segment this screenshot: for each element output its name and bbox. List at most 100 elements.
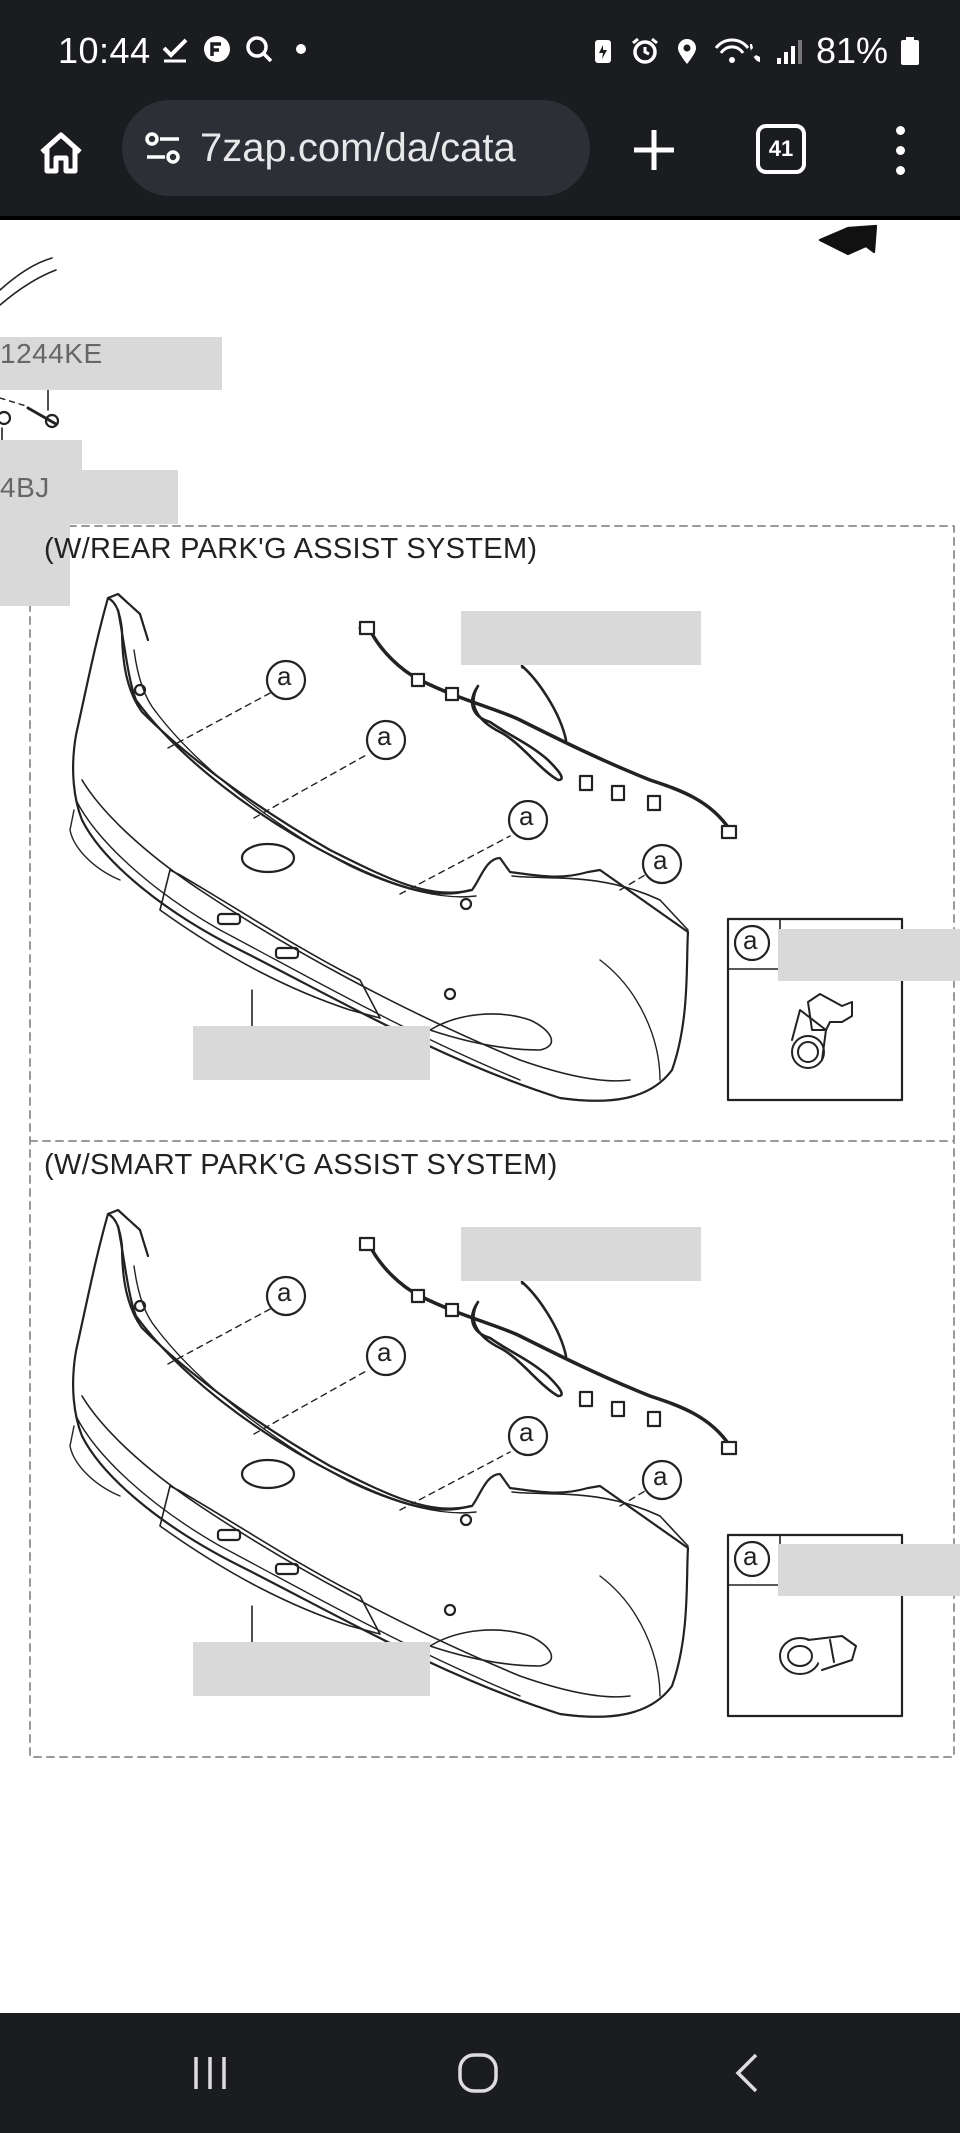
status-time: 10:44 [58,30,151,71]
redacted-part-number [193,1026,430,1080]
body-edge-line [0,269,57,306]
home-button[interactable] [30,122,92,184]
site-info-button[interactable] [140,125,186,171]
sensor-hole [274,946,300,960]
toolbar-divider [0,216,960,220]
callout-letter: a [277,661,292,691]
dot-icon [296,44,306,54]
reflector-recess [429,1629,553,1667]
mount-hole [459,1513,473,1527]
mount-hole [133,683,147,697]
home-circle-icon [458,2053,498,2093]
harness-connector [720,1440,738,1456]
dash-line [399,1451,511,1511]
dash-line [253,753,369,819]
redacted-part-number [0,337,222,390]
dash-line [253,1369,369,1435]
app-icon [204,36,230,62]
bumper-corner [106,592,150,642]
harness-clip [444,686,460,702]
harness-clip [410,1288,426,1304]
recent-apps-button[interactable] [170,2043,250,2103]
reflector-recess [429,1013,553,1051]
callout-letter: a [519,1417,534,1447]
status-left-icons [160,34,316,64]
license-plate-recess [159,869,381,1019]
harness-clip [578,1390,594,1408]
callout-letter: a [653,1461,668,1491]
callout-circle [365,719,407,761]
harness-connector [720,824,738,840]
camera-mount [240,842,296,874]
callout-letter: a [743,925,758,955]
dash-line [619,871,651,891]
new-tab-button[interactable] [624,120,684,180]
parking-sensor-icon [791,993,853,1069]
bumper-lower-line [81,779,631,1082]
mount-hole [443,1603,457,1617]
rear-bumper-section-1 [69,592,904,1102]
bumper-inner-line [133,649,477,898]
recent-apps-icon [194,2057,226,2089]
page-content[interactable]: 1244KE 4BJ (W/REAR PARK'G ASSIST SYSTEM)… [0,220,960,2013]
callout-circle [265,1275,307,1317]
callout-circle [641,843,683,885]
redacted-part-number [0,470,178,524]
body-edge-line [0,257,53,291]
sensor-hole [216,1528,242,1542]
dash-line [167,1307,273,1365]
bolt-icon [26,406,58,426]
license-plate-recess [159,1485,381,1635]
tab-switcher-button[interactable]: 41 [756,124,806,174]
back-chevron-icon [735,2053,758,2093]
more-menu-button[interactable] [880,120,920,180]
home-icon [40,132,82,174]
callout-letter: a [743,1541,758,1571]
home-nav-button[interactable] [438,2043,518,2103]
wiring-harness [368,1244,732,1448]
menu-dot-icon [895,145,905,155]
bumper-edge-line [69,809,121,881]
part-number-label: 1244KE [0,338,103,369]
dash-line [619,1487,651,1507]
callout-circle [733,1540,771,1578]
mount-hole [133,1299,147,1313]
callout-circle [507,799,549,841]
rear-bumper-section-2 [69,1208,904,1718]
harness-connector [358,1236,376,1252]
bumper-edge-line [69,1425,121,1497]
redacted-part-number [461,611,701,665]
dash-line [0,397,27,407]
site-settings-icon [145,132,180,164]
harness-clip [646,1410,662,1428]
back-button[interactable] [708,2043,788,2103]
callout-circle [641,1459,683,1501]
address-bar[interactable]: 7zap.com/da/cata [122,100,590,196]
system-nav-bar [0,2013,960,2133]
callout-circle [507,1415,549,1457]
bumper-cover [72,596,690,1102]
harness-branch [520,1280,568,1358]
smart-parking-sensor-icon [779,1635,857,1675]
harness-clip [444,1302,460,1318]
callout-circle [265,659,307,701]
harness-clip [610,784,626,802]
harness-clip [410,672,426,688]
bumper-side-curve [599,959,661,1081]
redacted-part-number [778,1544,960,1596]
bolt-head [0,410,12,426]
section-title-rear-park-assist: (W/REAR PARK'G ASSIST SYSTEM) [44,533,538,565]
harness-clip [646,794,662,812]
sensor-hole [216,912,242,926]
browser-toolbar: 7zap.com/da/cata 41 [0,100,960,218]
bolt-head [44,413,60,429]
alarm-icon [632,37,658,64]
location-icon [677,39,696,64]
bumper-side-curve [599,1575,661,1697]
harness-clip [578,774,594,792]
battery-icon [901,37,919,65]
callout-letter: a [519,801,534,831]
bumper-lower-line [81,1395,631,1698]
status-bar: 10:44 81% [0,0,960,100]
callout-circle [733,924,771,962]
